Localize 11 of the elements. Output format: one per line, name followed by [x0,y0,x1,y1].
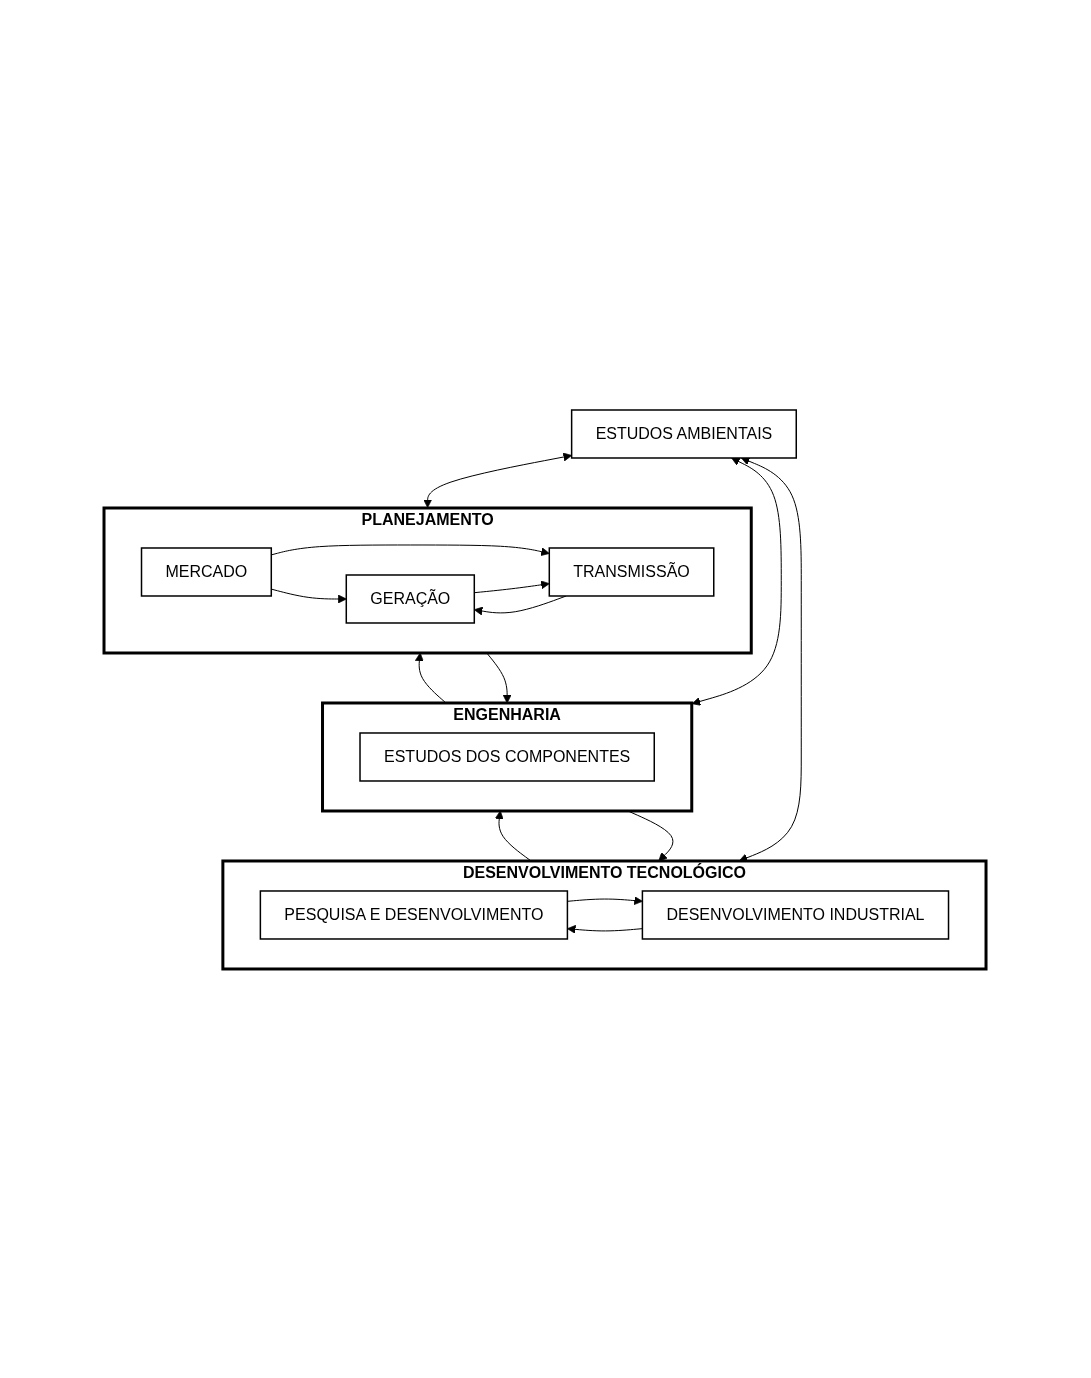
arrow [628,810,674,861]
arrow [423,452,573,508]
arrow [486,652,512,703]
node-box: ESTUDOS DOS COMPONENTES [359,731,656,782]
arrow [692,457,783,706]
node-box: MERCADO [141,546,273,597]
node-box: ESTUDOS AMBIENTAIS [571,408,798,459]
node-box: PESQUISA E DESENVOLVIMENTO [260,889,569,940]
node-box: DESENVOLVIMENTO INDUSTRIAL [642,889,950,940]
node-box: GERAÇÃO [346,573,476,624]
node-box: TRANSMISSÃO [549,546,715,597]
